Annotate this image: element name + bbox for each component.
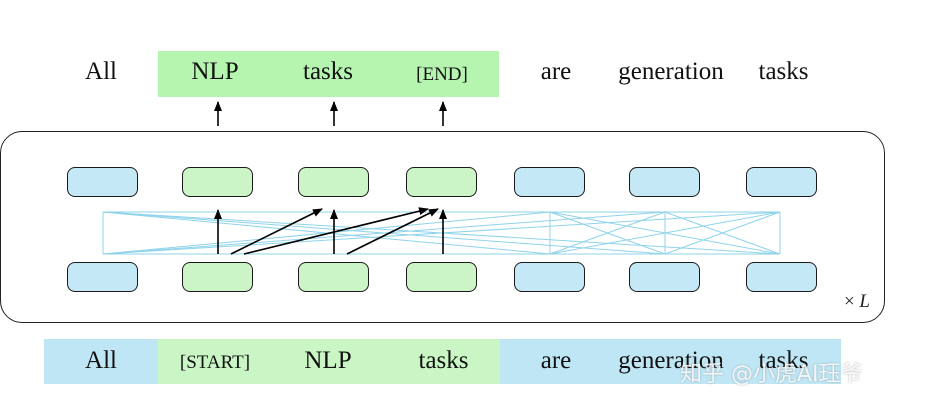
- input-token-5: are: [540, 347, 572, 374]
- input-context-band-left: [44, 339, 158, 384]
- hidden-node-lower-4: [406, 262, 477, 292]
- input-token-7: tasks: [758, 347, 809, 374]
- output-token-4: [END]: [416, 64, 468, 85]
- hidden-node-lower-6: [629, 262, 700, 292]
- output-generated-highlight: [158, 51, 499, 97]
- hidden-node-upper-3: [298, 167, 369, 197]
- input-token-6: generation: [618, 347, 724, 374]
- layer-multiplier-symbol: ×: [843, 291, 855, 312]
- hidden-node-lower-2: [182, 262, 253, 292]
- watermark-text: 知乎 @小虎AI珏爷: [680, 362, 863, 387]
- output-token-1: All: [85, 58, 117, 85]
- input-generation-band: [158, 339, 500, 384]
- hidden-node-upper-7: [746, 167, 817, 197]
- generation-arrows: [214, 207, 447, 255]
- hidden-node-upper-5: [514, 167, 585, 197]
- output-token-5: are: [540, 58, 572, 85]
- hidden-node-upper-6: [629, 167, 700, 197]
- context-attention-lines: [102, 211, 781, 255]
- hidden-node-lower-1: [67, 262, 138, 292]
- hidden-node-upper-4: [406, 167, 477, 197]
- input-token-2: [START]: [179, 352, 251, 373]
- transformer-block-frame: [0, 131, 885, 323]
- layer-count-label: × L: [844, 291, 870, 313]
- layer-count-variable: L: [859, 291, 870, 312]
- input-token-4: tasks: [418, 347, 469, 374]
- hidden-node-lower-5: [514, 262, 585, 292]
- output-token-3: tasks: [303, 58, 353, 85]
- output-token-6: generation: [618, 58, 724, 85]
- hidden-node-lower-7: [746, 262, 817, 292]
- hidden-node-upper-2: [182, 167, 253, 197]
- hidden-node-upper-1: [67, 167, 138, 197]
- input-context-band-right: [500, 339, 841, 384]
- input-token-3: NLP: [304, 347, 352, 374]
- input-token-1: All: [85, 347, 117, 374]
- output-token-7: tasks: [758, 58, 809, 85]
- output-arrows: [214, 101, 447, 126]
- hidden-node-lower-3: [298, 262, 369, 292]
- output-token-2: NLP: [191, 58, 239, 85]
